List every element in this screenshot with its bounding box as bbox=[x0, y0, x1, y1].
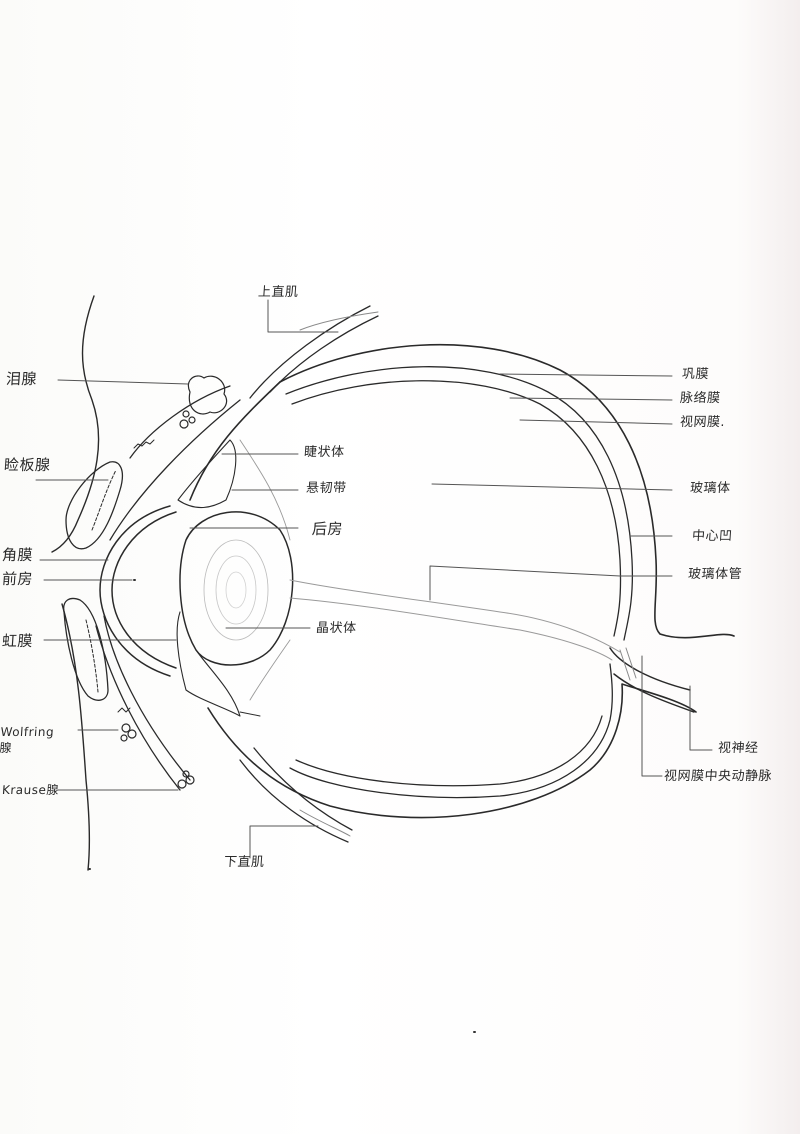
label-lacrimal-gland: 泪腺 bbox=[5, 370, 38, 388]
lower-eyelid bbox=[63, 597, 191, 791]
label-retina: 视网膜. bbox=[679, 415, 726, 430]
label-central-retinal-vessels: 视网膜中央动静脉 bbox=[663, 769, 773, 784]
label-krause-gland: Krause腺 bbox=[1, 783, 60, 797]
ink-speck bbox=[473, 1031, 476, 1033]
label-fovea: 中心凹 bbox=[691, 529, 734, 544]
label-hyaloid-canal: 玻璃体管 bbox=[687, 567, 743, 582]
label-cornea: 角膜 bbox=[1, 546, 34, 564]
label-iris: 虹膜 bbox=[1, 632, 34, 650]
label-superior-rectus: 上直肌 bbox=[257, 285, 300, 300]
label-sclera: 巩膜 bbox=[681, 367, 710, 382]
optic-nerve bbox=[609, 647, 695, 713]
label-ciliary-body: 睫状体 bbox=[303, 445, 346, 460]
label-posterior-chamber: 后房 bbox=[311, 520, 344, 538]
label-vitreous-body: 玻璃体 bbox=[689, 481, 732, 496]
label-lens: 晶状体 bbox=[315, 621, 358, 636]
cornea bbox=[99, 505, 177, 677]
label-tarsal-gland: 睑板腺 bbox=[3, 456, 52, 474]
label-choroid: 脉络膜 bbox=[679, 391, 722, 406]
ciliary-body-iris bbox=[176, 439, 291, 717]
sclera bbox=[189, 343, 735, 819]
label-wolfring-gland: Wolfring腺 bbox=[0, 725, 55, 755]
label-anterior-chamber: 前房 bbox=[1, 570, 34, 588]
choroid-retina bbox=[285, 366, 634, 799]
upper-eyelid bbox=[65, 385, 241, 550]
lens bbox=[179, 511, 294, 666]
ink-speck bbox=[133, 579, 136, 581]
hyaloid-canal bbox=[289, 579, 621, 661]
leader-lines bbox=[35, 299, 713, 859]
glands bbox=[117, 375, 228, 789]
label-zonule: 悬韧带 bbox=[305, 481, 348, 496]
ink-speck bbox=[88, 868, 91, 870]
label-inferior-rectus: 下直肌 bbox=[223, 855, 266, 870]
label-optic-nerve: 视神经 bbox=[717, 741, 760, 756]
